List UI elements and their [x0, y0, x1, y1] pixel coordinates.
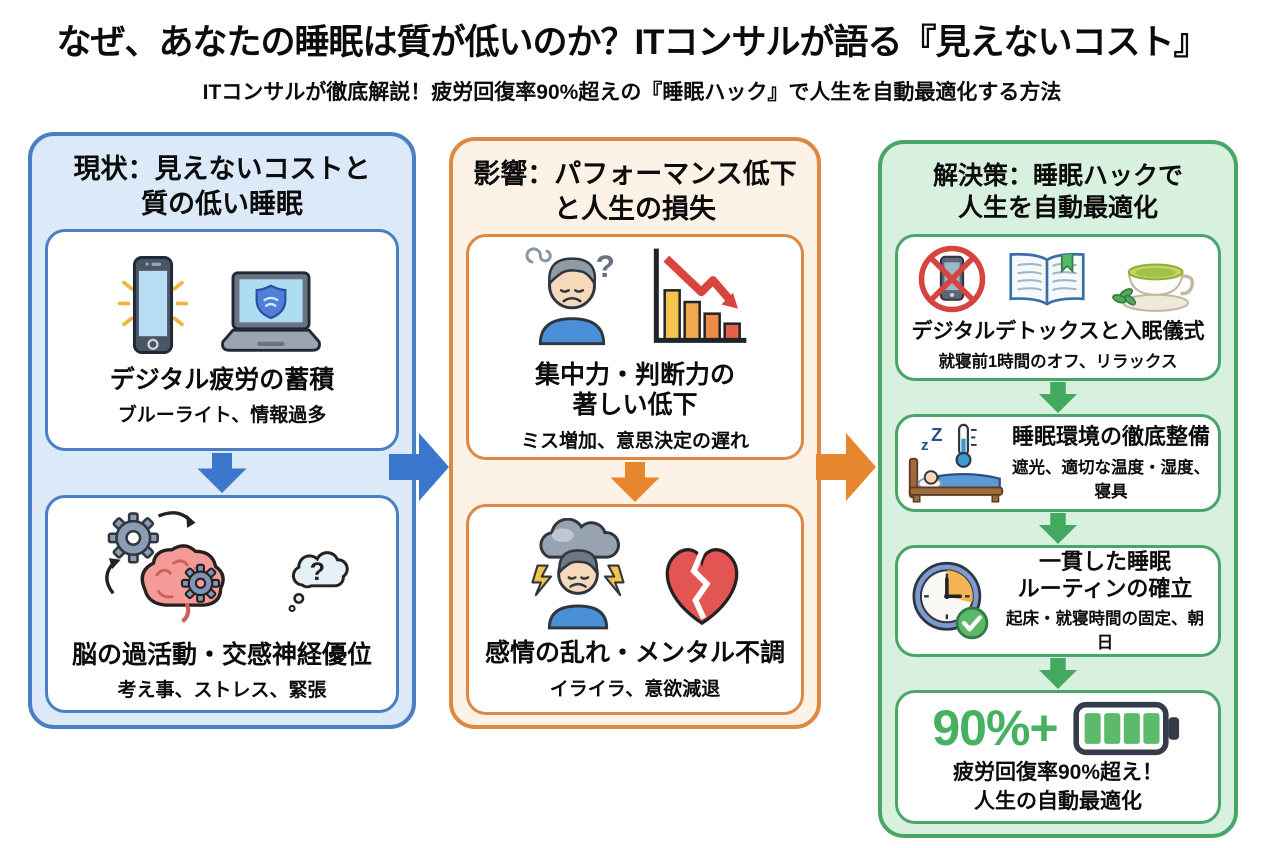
broken-heart-icon — [653, 538, 751, 630]
card-subtitle: ブルーライト、情報過多 — [117, 405, 327, 427]
card-sleep-environment: z Z 睡眠環境 — [895, 413, 1221, 512]
card-title: 一貫した睡眠 ルーティンの確立 — [1017, 548, 1193, 601]
sleeping-bed-icon: z Z — [906, 422, 1006, 504]
svg-text:?: ? — [596, 248, 615, 284]
page-subtitle: ITコンサルが徹底解説！疲労回復率90%超えの『睡眠ハック』で人生を自動最適化す… — [202, 81, 1062, 104]
card-subtitle: 遮光、適切な温度・湿度、寝具 — [1012, 458, 1210, 501]
svg-text:?: ? — [310, 558, 325, 586]
card-recovery-result: 90%+ 疲労回復率90%超え！ 人生の自動最適化 — [895, 690, 1221, 824]
no-phone-icon — [916, 243, 988, 315]
card-subtitle: 考え事、ストレス、緊張 — [117, 680, 327, 702]
storm-cloud-person-icon — [519, 518, 637, 630]
card-title: デジタル疲労の蓄積 — [109, 365, 335, 394]
flow-arrow-right-icon — [814, 427, 878, 507]
page-title: なぜ、あなたの睡眠は質が低いのか？ITコンサルが語る『見えないコスト』 — [56, 23, 1208, 62]
card-brain-overactivity: ? 脳の過活動・交感神経優位 考え事、ストレス、緊張 — [45, 495, 399, 714]
card-title: 感情の乱れ・メンタル不調 — [484, 639, 785, 668]
card-sleep-routine: 一貫した睡眠 ルーティンの確立 起床・就寝時間の固定、朝日 — [895, 545, 1221, 657]
card-emotional-disorder: 感情の乱れ・メンタル不調 イライラ、意欲減退 — [466, 504, 804, 715]
laptop-shield-icon — [210, 269, 332, 357]
card-digital-fatigue: デジタル疲労の蓄積 ブルーライト、情報過多 — [45, 229, 399, 452]
flow-arrow-right-icon — [388, 427, 450, 507]
card-subtitle: ミス増加、意思決定の遅れ — [520, 430, 749, 452]
card-title: 睡眠環境の徹底整備 — [1012, 423, 1211, 449]
thought-bubble-icon: ? — [287, 548, 361, 632]
flow-arrow-down-icon — [895, 381, 1221, 414]
card-subtitle: イライラ、意欲減退 — [549, 678, 721, 700]
card-title: 疲労回復率90%超え！ — [952, 760, 1164, 784]
svg-text:Z: Z — [931, 424, 942, 445]
card-title: デジタルデトックスと入眠儀式 — [911, 320, 1205, 343]
clock-check-icon — [906, 557, 994, 645]
recovery-rate-stat: 90%+ — [932, 700, 1058, 757]
card-subtitle: 就寝前1時間のオフ、リラックス — [938, 352, 1178, 371]
declining-chart-icon — [643, 242, 753, 352]
card-focus-decline: ? — [466, 234, 804, 461]
column-solution: 解決策：睡眠ハックで 人生を自動最適化 — [878, 140, 1238, 838]
column-current-header: 現状：見えないコストと 質の低い睡眠 — [73, 154, 371, 219]
card-subtitle: 人生の自動最適化 — [974, 790, 1142, 814]
thermometer-icon — [955, 423, 977, 468]
flow-arrow-down-icon — [45, 451, 399, 495]
card-title: 脳の過活動・交感神経優位 — [71, 640, 372, 669]
tired-person-icon: ? — [517, 242, 627, 352]
card-digital-detox: デジタルデトックスと入眠儀式 就寝前1時間のオフ、リラックス — [895, 234, 1221, 381]
flow-arrow-down-icon — [466, 460, 804, 504]
column-solution-header: 解決策：睡眠ハックで 人生を自動最適化 — [932, 162, 1183, 222]
column-impact: 影響：パフォーマンス低下 と人生の損失 ? — [449, 137, 821, 729]
green-tea-icon — [1106, 245, 1200, 315]
brain-gears-icon — [83, 506, 271, 632]
flow-arrow-down-icon — [895, 657, 1221, 690]
card-title: 集中力・判断力の 著しい低下 — [534, 360, 735, 420]
battery-full-icon — [1072, 699, 1184, 758]
card-subtitle: 起床・就寝時間の固定、朝日 — [1006, 610, 1204, 653]
flow-arrow-down-icon — [895, 512, 1221, 545]
column-current-state: 現状：見えないコストと 質の低い睡眠 — [28, 132, 416, 729]
open-book-icon — [1000, 245, 1094, 315]
smartphone-icon — [112, 253, 194, 357]
svg-text:z: z — [921, 437, 929, 454]
column-impact-header: 影響：パフォーマンス低下 と人生の損失 — [473, 159, 797, 224]
